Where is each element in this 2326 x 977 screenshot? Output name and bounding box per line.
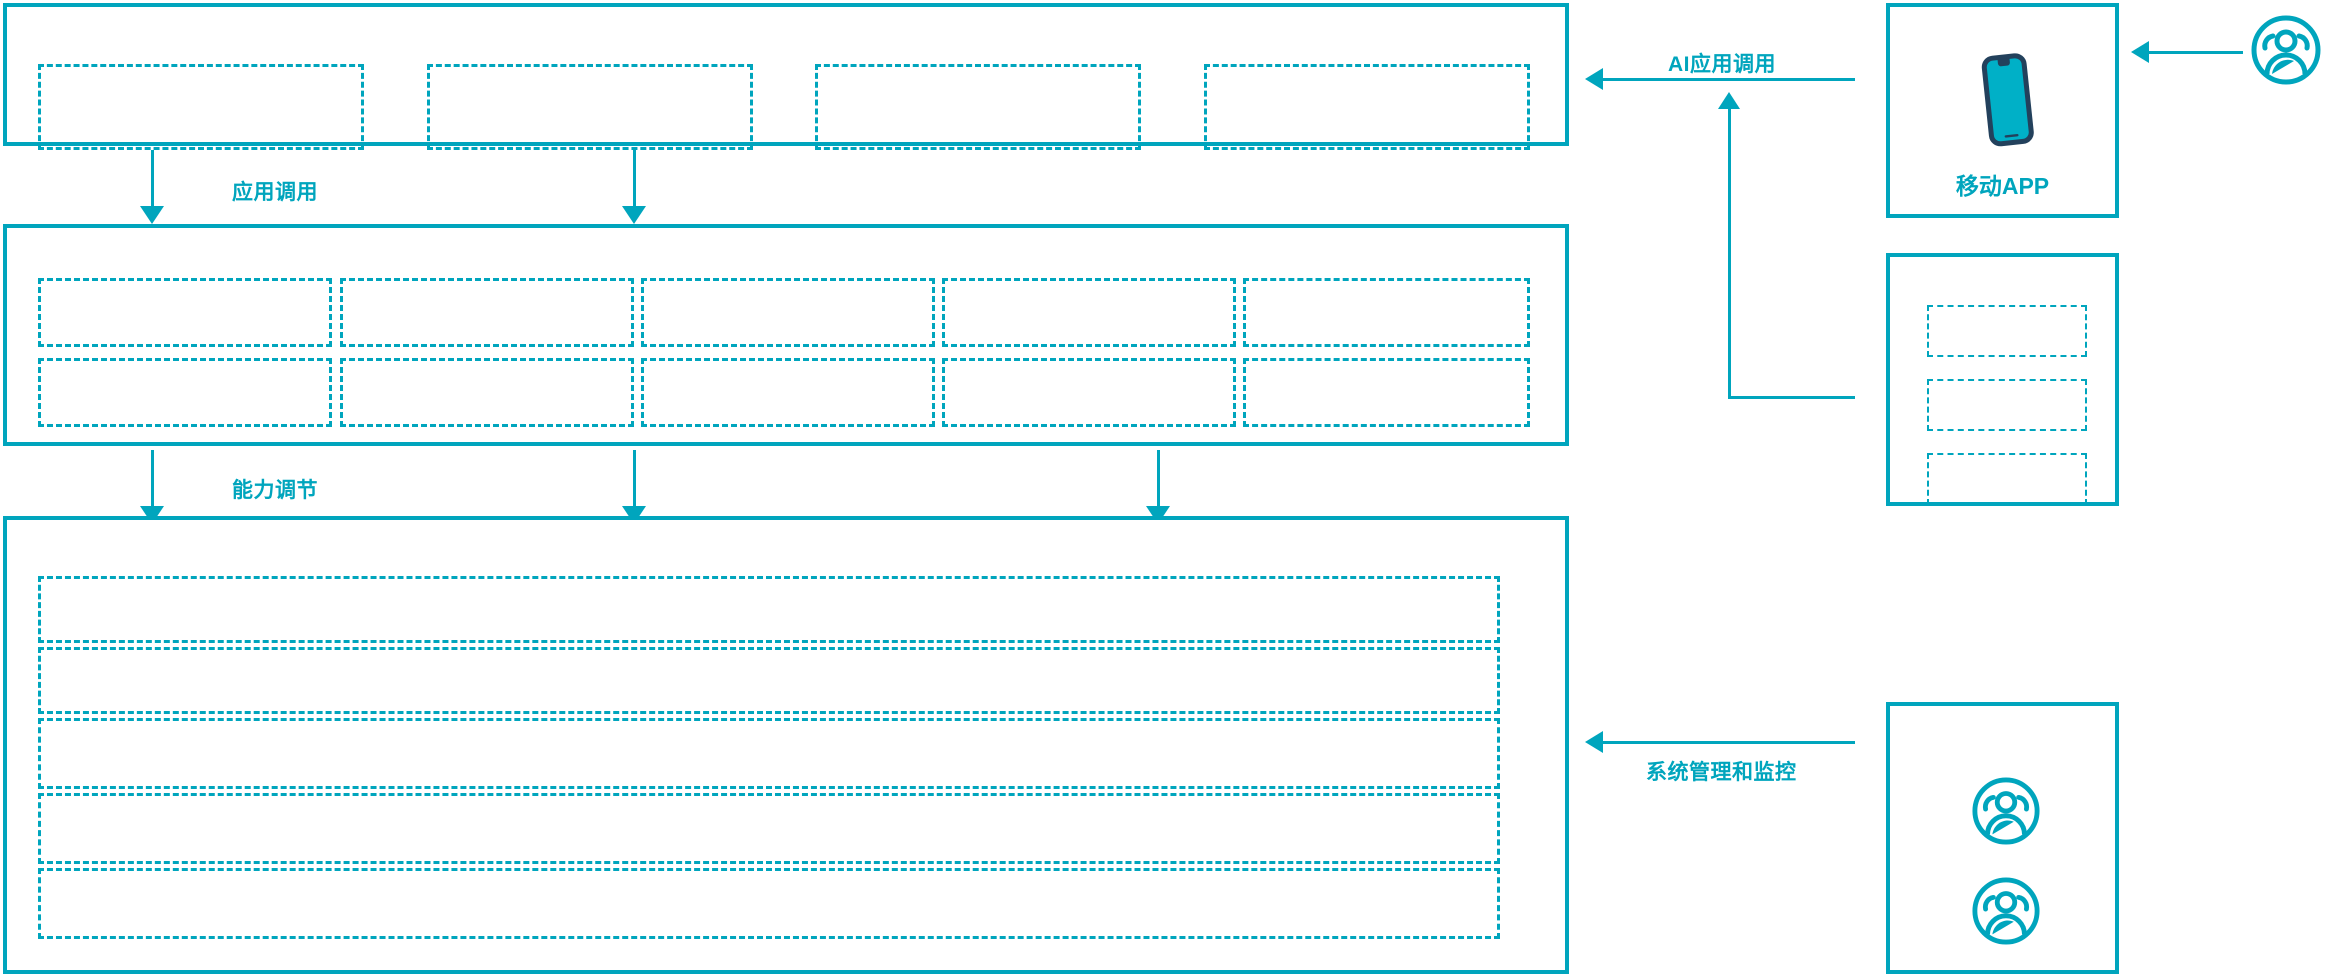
application-cell-4[interactable] bbox=[1204, 64, 1530, 150]
system-manage-monitor-label: 系统管理和监控 bbox=[1646, 761, 1797, 784]
capability-cell-r2c5[interactable] bbox=[1243, 358, 1530, 427]
application-cell-1[interactable] bbox=[38, 64, 364, 150]
capability-cell-r1c1[interactable] bbox=[38, 278, 332, 347]
end-user-users-group-icon bbox=[2250, 12, 2322, 88]
capability-cell-r1c2[interactable] bbox=[340, 278, 634, 347]
platform-row-5[interactable] bbox=[38, 868, 1500, 939]
capability-cell-r1c3[interactable] bbox=[641, 278, 935, 347]
operations-users-group-icon-2 bbox=[1971, 874, 2041, 948]
app-invoke-label: 应用调用 bbox=[232, 181, 318, 204]
mobile-app-panel: 移动APP bbox=[1886, 3, 2119, 218]
smartphone-icon bbox=[1966, 47, 2046, 157]
channel-cell-2[interactable] bbox=[1927, 379, 2087, 431]
platform-row-3[interactable] bbox=[38, 718, 1500, 789]
operations-users-group-icon-1 bbox=[1971, 774, 2041, 848]
platform-row-1[interactable] bbox=[38, 576, 1500, 643]
capability-layer-panel bbox=[3, 224, 1569, 446]
capability-cell-r2c2[interactable] bbox=[340, 358, 634, 427]
mobile-app-caption: 移动APP bbox=[1955, 173, 2050, 199]
capability-cell-r1c5[interactable] bbox=[1243, 278, 1530, 347]
application-layer-panel bbox=[3, 3, 1569, 150]
operations-panel bbox=[1886, 702, 2119, 974]
platform-row-4[interactable] bbox=[38, 793, 1500, 864]
application-cell-2[interactable] bbox=[427, 64, 753, 150]
capability-cell-r2c3[interactable] bbox=[641, 358, 935, 427]
channel-connector-vertical bbox=[1728, 108, 1731, 399]
channel-cell-1[interactable] bbox=[1927, 305, 2087, 357]
application-cell-3[interactable] bbox=[815, 64, 1141, 150]
capability-adjust-label: 能力调节 bbox=[232, 479, 318, 502]
capability-cell-r2c1[interactable] bbox=[38, 358, 332, 427]
platform-layer-panel bbox=[3, 516, 1569, 974]
channel-cell-3[interactable] bbox=[1927, 453, 2087, 505]
channel-connector-horizontal bbox=[1728, 396, 1855, 399]
capability-cell-r2c4[interactable] bbox=[942, 358, 1236, 427]
capability-cell-r1c4[interactable] bbox=[942, 278, 1236, 347]
channel-panel bbox=[1886, 253, 2119, 506]
platform-row-2[interactable] bbox=[38, 647, 1500, 714]
ai-app-invoke-label: AI应用调用 bbox=[1668, 53, 1776, 76]
